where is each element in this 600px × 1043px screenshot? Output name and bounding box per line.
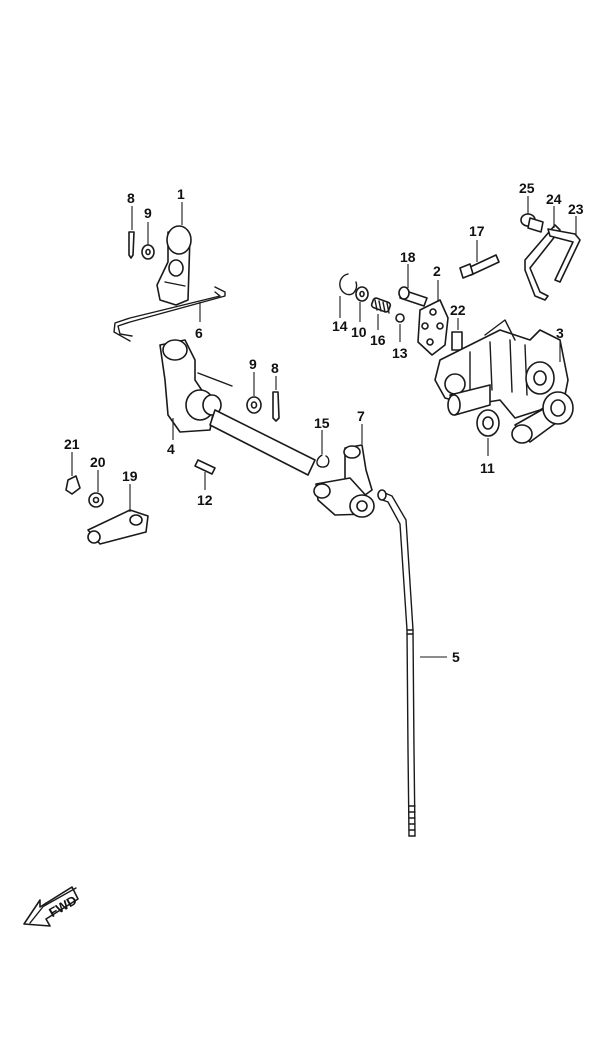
part-9-washer-upper-hole [145,248,151,256]
callout-9-middle: 9 [249,356,257,372]
part-20-washer-hole [92,496,100,504]
callout-6: 6 [195,325,203,341]
callout-22: 22 [450,302,466,318]
part-3-housing [434,319,574,444]
part-6-rod [113,286,226,342]
callout-numbers: 1 2 3 4 5 6 7 8 8 9 9 10 11 12 13 14 15 … [64,180,584,665]
part-16-spring [370,297,392,314]
fwd-arrow-icon: FWD [23,886,79,927]
part-15-circlip [316,454,330,468]
callout-24: 24 [546,191,562,207]
part-1-lever [156,225,192,306]
part-13-ball [395,313,405,323]
callout-21: 21 [64,436,80,452]
callout-12: 12 [197,492,213,508]
callout-25: 25 [519,180,535,196]
callout-5: 5 [452,649,460,665]
callout-17: 17 [469,223,485,239]
callout-2: 2 [433,263,441,279]
part-17-bolt [459,254,500,279]
part-5-rod [377,489,416,837]
part-9-washer-middle-hole [250,401,258,409]
part-8-pin-middle [272,391,280,422]
callout-7: 7 [357,408,365,424]
leader-lines [71,196,577,658]
callout-8-upper: 8 [127,190,135,206]
callout-16: 16 [370,332,386,348]
callout-8-middle: 8 [271,360,279,376]
callout-13: 13 [392,345,408,361]
part-12-pin [194,459,216,475]
part-8-pin-upper [128,231,135,259]
part-2-plate [417,299,449,356]
part-19-link [87,509,149,545]
callout-20: 20 [90,454,106,470]
callout-1: 1 [177,186,185,202]
part-25-bolt [520,213,544,233]
callout-19: 19 [122,468,138,484]
part-24-bracket [524,224,561,301]
callout-4: 4 [167,441,175,457]
callout-9-upper: 9 [144,205,152,221]
part-14-circlip [339,273,358,296]
part-7-joint [313,444,375,518]
callout-10: 10 [351,324,367,340]
callout-11: 11 [480,460,495,476]
callout-15: 15 [314,415,330,431]
part-11-washer-hole [482,416,494,430]
part-21-clip [65,475,81,495]
callout-18: 18 [400,249,416,265]
callout-23: 23 [568,201,584,217]
part-23-bracket [547,228,581,283]
part-18-bolt [398,286,428,307]
part-10-washer-hole [359,290,365,298]
part-4-lever [159,339,316,476]
part-22-pin [451,331,463,351]
callout-3: 3 [556,325,564,341]
callout-14: 14 [332,318,348,334]
